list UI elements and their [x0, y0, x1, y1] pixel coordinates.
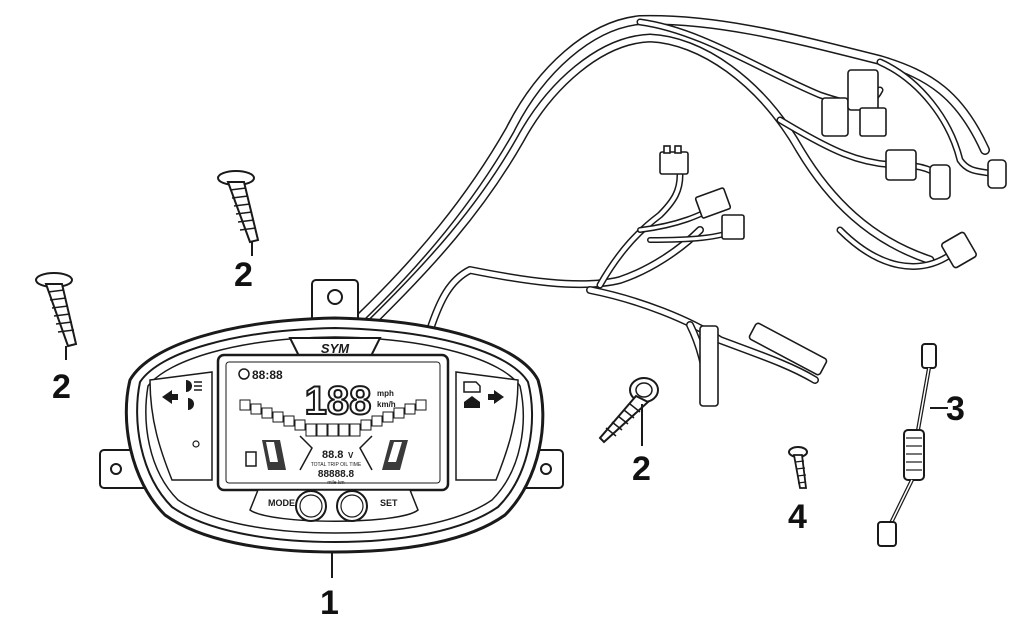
screw-left [35, 272, 78, 360]
indicator-lamp [192, 440, 200, 448]
headlight-icon [186, 380, 192, 392]
right-turn-signal-icon [494, 390, 504, 404]
temperature-gauge [382, 440, 408, 470]
callout-part-4: 4 [788, 498, 807, 536]
small-screw [788, 446, 808, 489]
speed-sensor-cable [877, 343, 948, 547]
fuel-gauge [262, 440, 286, 470]
speedometer-assembly: SYM 88:88 188 mph km/h [99, 279, 564, 554]
unit-mph-label: mph [377, 389, 394, 398]
mode-label: MODE [268, 498, 295, 508]
callout-part-1: 1 [320, 584, 339, 622]
voltage-unit: V [348, 451, 354, 460]
callout-part-3: 3 [946, 390, 965, 428]
odometer-readout: 88888.8 [318, 469, 355, 480]
left-turn-signal-icon [162, 390, 172, 404]
unit-kmh-label: km/h [377, 400, 396, 409]
clock-icon [238, 368, 250, 380]
tachometer-bar [239, 399, 427, 437]
trip-mode-labels: TOTAL TRIP OIL TIME [311, 462, 362, 468]
speed-readout: 188 [305, 379, 372, 423]
harness-connectors [659, 69, 1007, 407]
fuel-pump-icon [245, 451, 257, 467]
voltage-readout: 88.8 [322, 449, 343, 461]
oil-warning-icon [464, 396, 480, 408]
brand-logo: SYM [321, 341, 350, 356]
callout-part-2-left: 2 [52, 368, 71, 406]
screw-upper [217, 170, 260, 256]
callout-part-2-upper: 2 [234, 256, 253, 294]
set-label: SET [380, 498, 398, 508]
callout-part-2-right: 2 [632, 450, 651, 488]
engine-check-icon [463, 381, 481, 393]
screw-right [598, 377, 659, 446]
high-beam-icon [188, 398, 194, 410]
odometer-units: mile km [327, 480, 344, 486]
clock-readout: 88:88 [252, 368, 283, 382]
wiring-harness [355, 14, 999, 404]
